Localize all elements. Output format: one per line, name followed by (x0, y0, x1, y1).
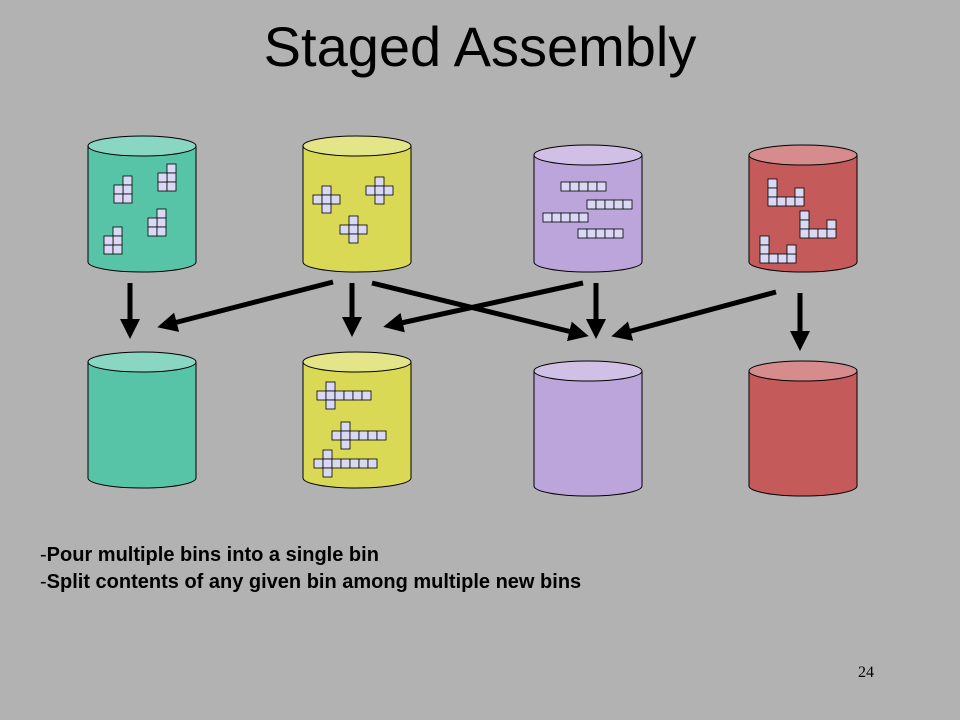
bottom-purple-bin (533, 360, 643, 497)
tile-shape (365, 176, 394, 205)
tile-shape (560, 181, 607, 192)
slide-title: Staged Assembly (263, 15, 697, 78)
tile-shape (767, 178, 805, 207)
tile-shape (103, 226, 123, 255)
tile-shape (312, 185, 341, 214)
tile-shape (157, 163, 177, 192)
flow-arrow (157, 279, 334, 332)
bottom-red-bin (748, 360, 858, 497)
bottom-teal-bin (87, 351, 197, 489)
bullet-item: -Pour multiple bins into a single bin (40, 544, 379, 566)
flow-arrow (383, 280, 584, 333)
bullet-text: Split contents of any given bin among mu… (46, 571, 582, 593)
tile-shape (339, 215, 368, 244)
tile-shape (586, 199, 633, 210)
assembled-shape (331, 421, 387, 450)
tile-shape (799, 210, 837, 239)
bullet-text: Pour multiple bins into a single bin (46, 544, 379, 566)
tile-shape (577, 228, 624, 239)
assembled-shape (313, 449, 378, 478)
tile-shape (542, 212, 589, 223)
tile-shape (147, 208, 167, 237)
flow-arrow (611, 289, 777, 341)
bullet-list: -Pour multiple bins into a single bin -S… (40, 542, 581, 596)
assembled-shape (316, 381, 372, 410)
tile-shape (113, 175, 133, 204)
page-number: 24 (858, 664, 874, 681)
tile-shape (759, 235, 797, 264)
bullet-item: -Split contents of any given bin among m… (40, 571, 582, 593)
